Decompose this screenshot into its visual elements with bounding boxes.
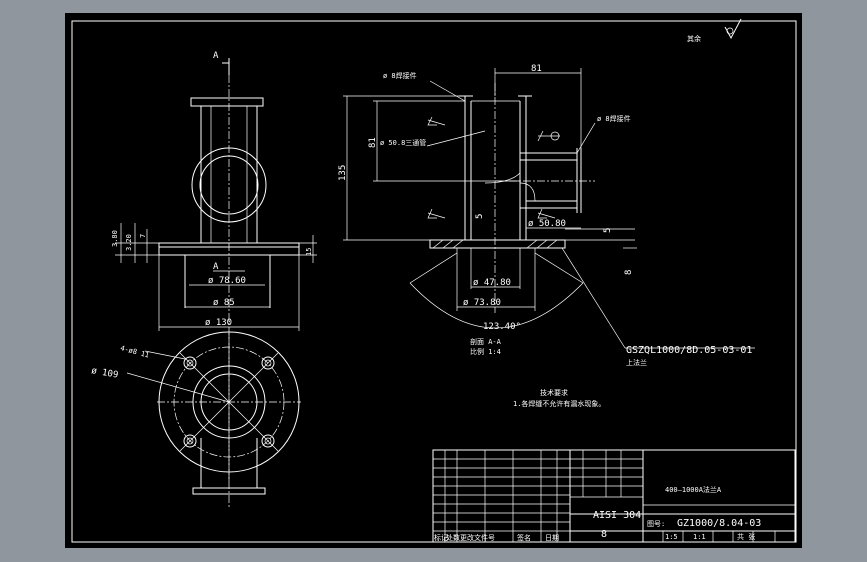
dim-81-vertical: 81 (368, 137, 378, 148)
tb-cell-0: 标记 (434, 533, 448, 542)
dim-81-horizontal: 81 (531, 64, 542, 74)
tb-material: AISI 304 (593, 510, 641, 521)
tb-name: 400—1000A法兰A (665, 485, 722, 494)
drawing-sheet: A A ø 78.60 ø 85 ø 130 (65, 13, 802, 548)
tb-drawing-no: GZ1000/8.04-03 (677, 518, 761, 529)
dim-d73-80: ø 73.80 (463, 298, 501, 308)
dim-5-b: 5 (603, 228, 613, 233)
weld-symbol-icon (537, 130, 560, 142)
section-scale: 比例 1:4 (470, 347, 501, 356)
title-block: AISI 304 8 400—1000A法兰A 图号: GZ1000/8.04-… (432, 449, 796, 543)
tb-cell-3: 签名 (517, 533, 531, 542)
label-tee: ø 50.8三通管 (380, 138, 426, 147)
section-title: 剖面 A-A (470, 337, 502, 346)
label-weld-b: ø 8焊接件 (597, 114, 631, 123)
tb-sheet: 共 张 (737, 532, 755, 541)
dim-d85: ø 85 (213, 298, 235, 308)
drawing-frame (71, 20, 797, 543)
dim-d130: ø 130 (205, 318, 232, 328)
dim-4-holes: 4-ø8 11 (119, 344, 150, 359)
notes-heading: 技术要求 (540, 388, 568, 397)
dim-15: 15 (305, 248, 313, 256)
notes-line1: 1.各焊缝不允许有漏水现象。 (513, 399, 605, 408)
dim-5-a: 5 (475, 214, 485, 219)
section-mark-a-bottom: A (213, 262, 219, 272)
plan-view: 4-ø8 11 ø 109 (90, 331, 301, 495)
weld-symbol-icon (537, 208, 556, 219)
tb-qty: 8 (601, 529, 607, 540)
dim-7: 7 (139, 234, 147, 238)
tb-scale: 1:5 (665, 533, 678, 541)
dim-d78-60: ø 78.60 (208, 276, 246, 286)
tb-drawing-no-label: 图号: (647, 520, 665, 528)
dim-d47-80: ø 47.80 (473, 278, 511, 288)
dim-8: 8 (624, 270, 634, 275)
roughness-label: 其余 (687, 34, 701, 43)
section-mark-a-top: A (213, 51, 219, 61)
front-view: A A ø 78.60 ø 85 ø 130 (111, 51, 317, 508)
dim-angle: 123.40° (483, 322, 521, 332)
tb-cell-1: 处数 (446, 533, 460, 542)
cad-drawing: A A ø 78.60 ø 85 ø 130 (71, 18, 797, 543)
dim-3-80: 3.80 (111, 230, 119, 247)
dim-135: 135 (338, 165, 348, 181)
tb-cell-4: 日期 (545, 534, 559, 542)
weld-symbol-icon (427, 116, 446, 126)
label-weld-a: ø 8焊接件 (383, 71, 417, 80)
section-view: 81 81 135 5 5 8 ø 50.80 ø 47.80 ø 73.80 … (338, 64, 755, 367)
dim-d109: ø 109 (90, 366, 118, 381)
roughness-symbol-icon (724, 18, 742, 40)
tb-cell-2: 更改文件号 (460, 533, 495, 542)
dim-d50-80: ø 50.80 (528, 219, 566, 229)
label-part-name: 上法兰 (626, 358, 647, 367)
dim-3-20: 3.20 (125, 234, 133, 251)
weld-symbol-icon (427, 208, 446, 219)
label-part-code: GSZQL1000/8D.05-03-01 (626, 345, 752, 356)
tb-scale-val: 1:1 (693, 533, 706, 541)
